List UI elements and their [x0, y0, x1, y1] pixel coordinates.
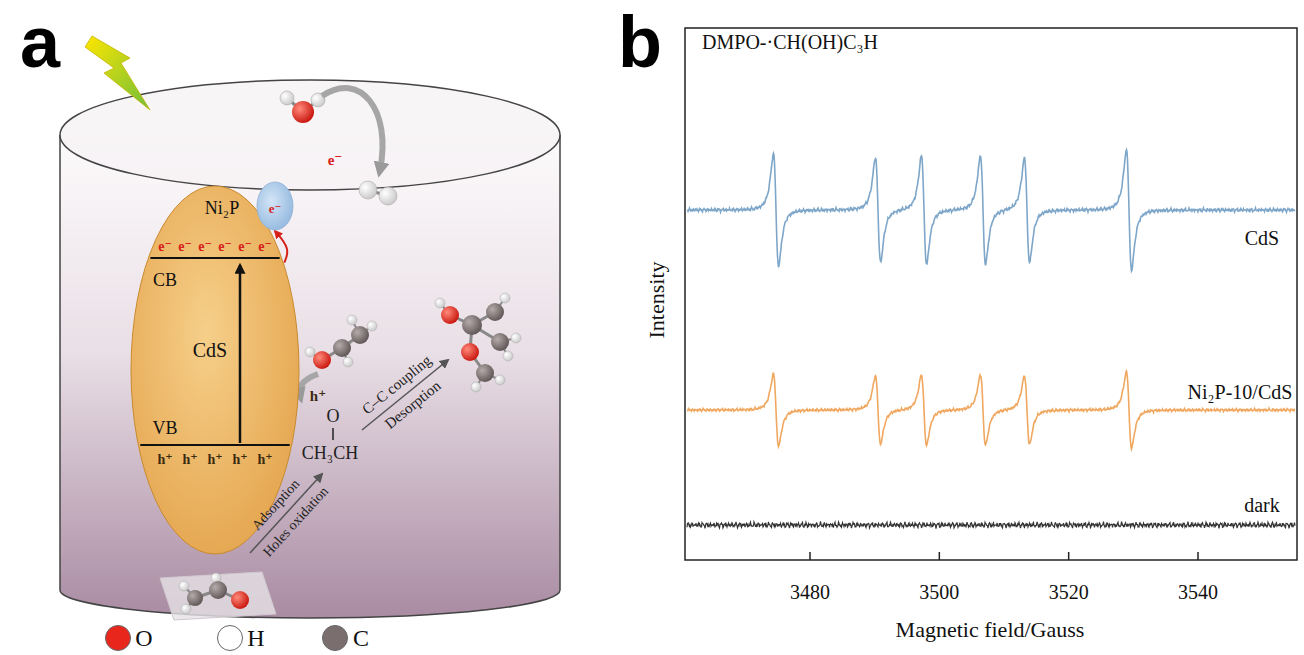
acetaldehyde-molecule — [187, 590, 203, 606]
atom-swatch — [322, 625, 348, 651]
ethanol-molecule — [305, 347, 315, 357]
ethanol-molecule — [347, 315, 357, 325]
reactor-cylinder — [60, 80, 560, 618]
hole-label: h⁺ — [182, 453, 197, 467]
atom-swatch — [105, 625, 131, 651]
acetaldehyde-molecule — [209, 581, 227, 599]
product-molecule — [441, 306, 459, 324]
water-molecule — [280, 91, 325, 123]
ethanol-molecule — [313, 351, 331, 369]
product-molecule — [486, 303, 504, 321]
intermediate-bond — [333, 428, 334, 440]
hydrogen-molecule — [379, 187, 397, 205]
light-bolt — [85, 36, 150, 110]
axis-ticks — [810, 552, 1198, 560]
series-label: Ni₂P-10/CdS — [1188, 382, 1293, 402]
excitation-arrow — [239, 265, 242, 443]
product-molecule — [471, 382, 481, 392]
acetaldehyde-molecule — [160, 572, 276, 620]
acetaldehyde-molecule — [231, 591, 249, 609]
band-edge — [140, 444, 289, 446]
series-label: dark — [1244, 495, 1280, 515]
tick-label: 3520 — [1049, 582, 1089, 602]
tick-label: 3500 — [919, 582, 959, 602]
product-molecule — [435, 293, 521, 392]
band-label: VB — [152, 419, 177, 437]
series-label: CdS — [1245, 228, 1279, 248]
electron-label: e⁻ — [269, 202, 282, 215]
product-molecule — [503, 351, 513, 361]
ethanol-molecule — [367, 321, 377, 331]
ni2p-particle — [257, 182, 293, 230]
axis-title: Magnetic field/Gauss — [896, 619, 1085, 641]
tick-mark — [809, 552, 811, 560]
acetaldehyde-molecule — [179, 581, 189, 591]
product-molecule — [462, 315, 482, 335]
band-label: CB — [153, 271, 177, 289]
adduct-label: DMPO-·CH(OH)C₃H — [702, 32, 878, 52]
panel-letter: b — [618, 6, 662, 78]
reduction-arrow — [322, 88, 383, 170]
legend-text: H — [247, 626, 264, 650]
water-molecule — [280, 91, 294, 105]
reduction-arrow — [322, 88, 383, 170]
panel-letter: a — [20, 6, 60, 78]
product-molecule — [495, 375, 505, 385]
epr-plot-frame — [685, 28, 1297, 560]
ethanol-molecule — [343, 357, 353, 367]
intermediate-label: CH₃CH — [302, 444, 358, 462]
acetaldehyde-molecule — [181, 604, 191, 614]
dark-spectrum — [687, 521, 1295, 528]
hydrogen-molecule — [359, 181, 397, 205]
electron-label: e⁻ — [218, 240, 232, 254]
electron-label: e⁻ — [258, 240, 272, 254]
tick-mark — [939, 552, 941, 560]
cds-spectrum — [687, 150, 1295, 271]
electron-label: e⁻ — [198, 240, 212, 254]
reactor-cylinder — [60, 135, 560, 618]
legend-text: O — [135, 626, 152, 650]
hole-label: h⁺ — [257, 453, 272, 467]
product-molecule — [476, 364, 494, 382]
legend-text: C — [353, 626, 369, 650]
material-label: CdS — [193, 340, 227, 360]
electron-label: e⁻ — [158, 240, 172, 254]
atom-swatch — [217, 625, 243, 651]
product-molecule — [500, 293, 510, 303]
band-edge — [150, 257, 279, 259]
axis-title: Intensity — [646, 262, 668, 339]
cocatalyst-label: Ni₂P — [205, 199, 239, 217]
intermediate-atom: O — [327, 407, 340, 425]
intermediate-bond — [332, 428, 334, 440]
acetaldehyde-molecule — [160, 572, 276, 620]
hydrogen-molecule — [359, 181, 377, 199]
ethanol-molecule — [333, 339, 351, 357]
ni2p-cds-spectrum — [687, 371, 1295, 449]
product-molecule — [461, 343, 479, 361]
hole-label: h⁺ — [232, 453, 247, 467]
tick-label: 3480 — [790, 582, 830, 602]
light-bolt — [85, 36, 150, 110]
hole-label: h⁺ — [157, 453, 172, 467]
product-molecule — [435, 298, 445, 308]
epr-plot-frame — [685, 28, 1297, 560]
ethanol-molecule — [305, 315, 377, 369]
product-molecule — [491, 333, 509, 351]
cocatalyst-particle: Ni₂P e⁻ — [205, 178, 300, 232]
epr-spectra — [687, 150, 1295, 529]
ethanol-molecule — [351, 326, 369, 344]
electron-label: e⁻ — [328, 153, 343, 168]
tick-mark — [1068, 552, 1070, 560]
tick-label: 3540 — [1178, 582, 1218, 602]
hole-label: h⁺ — [310, 389, 326, 404]
water-molecule — [292, 101, 314, 123]
electron-label: e⁻ — [178, 240, 192, 254]
electron-label: e⁻ — [238, 240, 252, 254]
product-molecule — [511, 333, 521, 343]
hole-label: h⁺ — [207, 453, 222, 467]
tick-mark — [1197, 552, 1199, 560]
